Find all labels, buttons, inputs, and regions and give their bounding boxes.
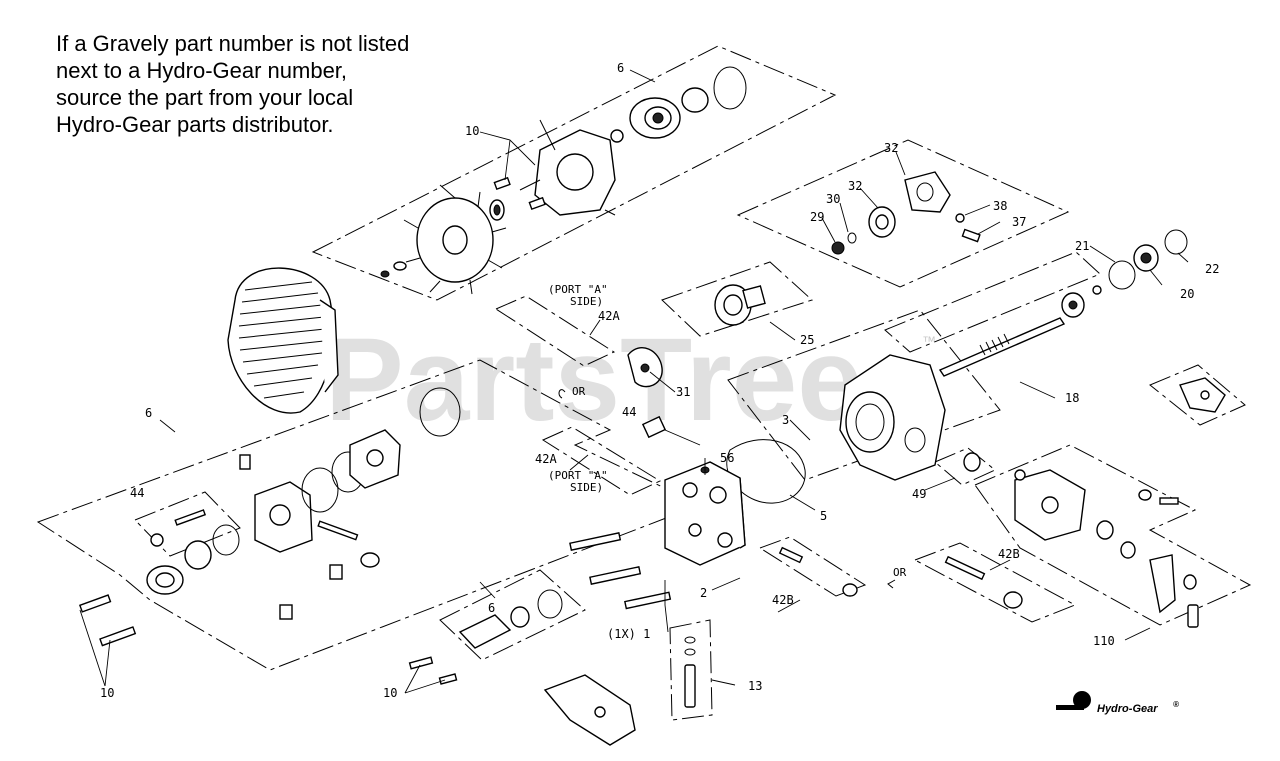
port-label-mid-line1: (PORT "A" xyxy=(548,469,608,482)
callout-18: 18 xyxy=(1065,391,1079,405)
input-shaft xyxy=(938,292,1085,377)
kit-outline-right-bracket xyxy=(1149,364,1246,426)
callout-42A-mid: 42A xyxy=(535,452,557,466)
kit-outline-110 xyxy=(974,444,1252,626)
hydro-gear-logo: Hydro-Gear ® xyxy=(1056,691,1179,715)
check-valve-13 xyxy=(684,636,696,708)
kit-outline-42A-mid xyxy=(541,426,662,496)
callout-5: 5 xyxy=(820,509,827,523)
callout-42B-mid: 42B xyxy=(772,593,794,607)
note-line-2: next to a Hydro-Gear number, xyxy=(56,58,348,83)
kit-outline-18 xyxy=(884,251,1101,353)
pump-cartridge xyxy=(714,284,766,326)
note-text-block: If a Gravely part number is not listed n… xyxy=(56,30,456,138)
logo-text: Hydro-Gear xyxy=(1097,703,1158,715)
callout-110: 110 xyxy=(1093,634,1115,648)
control-arm-parts xyxy=(944,377,1226,628)
note-line-1: If a Gravely part number is not listed xyxy=(56,31,410,56)
callout-13: 13 xyxy=(748,679,762,693)
center-housing xyxy=(839,354,946,481)
callout-2: 2 xyxy=(700,586,707,600)
or-label-right: OR xyxy=(893,566,907,579)
cooling-fan xyxy=(380,184,507,295)
callout-6-left: 6 xyxy=(145,406,152,420)
callout-10-left: 10 xyxy=(100,686,114,700)
watermark: PartsTree xyxy=(325,314,863,446)
kit-outline-fan-assembly xyxy=(311,45,837,301)
callout-10-top: 10 xyxy=(465,124,479,138)
note-line-4: Hydro-Gear parts distributor. xyxy=(56,112,334,137)
kit-outline-13 xyxy=(669,619,713,721)
finned-cover xyxy=(227,267,339,414)
callout-labels: 6 10 32 32 30 29 38 37 21 22 20 25 18 31… xyxy=(100,61,1219,700)
callout-44-mid: 44 xyxy=(622,405,636,419)
axle-bearing-parts xyxy=(1092,229,1188,295)
callout-20: 20 xyxy=(1180,287,1194,301)
callout-3: 3 xyxy=(782,413,789,427)
callout-38: 38 xyxy=(993,199,1007,213)
callout-44-left: 44 xyxy=(130,486,144,500)
or-label-top: OR xyxy=(572,385,586,398)
callout-37: 37 xyxy=(1012,215,1026,229)
valve-block xyxy=(664,461,746,566)
watermark-trademark: ™ xyxy=(922,333,936,349)
leader-lines xyxy=(79,69,1189,694)
callout-29: 29 xyxy=(810,210,824,224)
callout-6-bottom: 6 xyxy=(488,601,495,615)
callout-56: 56 xyxy=(720,451,734,465)
callout-32-b: 32 xyxy=(848,179,862,193)
mounting-bracket xyxy=(543,674,636,746)
bolts xyxy=(78,532,858,647)
kit-outline-6-bottom xyxy=(439,569,586,661)
seal-bearing-parts xyxy=(831,171,981,255)
callout-1: (1X) 1 xyxy=(607,627,650,641)
port-label-mid-line2: SIDE) xyxy=(570,481,603,494)
callout-31: 31 xyxy=(676,385,690,399)
callout-25: 25 xyxy=(800,333,814,347)
kit-outline-25 xyxy=(661,261,813,337)
kit-outline-42B-right xyxy=(913,542,1077,623)
callout-30: 30 xyxy=(826,192,840,206)
port-label-top-line1: (PORT "A" xyxy=(548,283,608,296)
callout-22: 22 xyxy=(1205,262,1219,276)
or-arrows xyxy=(558,389,896,589)
kit-outline-42B-mid xyxy=(758,536,867,597)
kit-6-bottom-parts xyxy=(408,589,563,685)
callout-42B-right: 42B xyxy=(998,547,1020,561)
callout-42A-top: 42A xyxy=(598,309,620,323)
callout-10-bottom: 10 xyxy=(383,686,397,700)
kit-outline-32 xyxy=(736,139,1070,288)
callout-32-a: 32 xyxy=(884,141,898,155)
left-pump-parts xyxy=(146,387,461,620)
callout-49: 49 xyxy=(912,487,926,501)
logo-mark: ® xyxy=(1173,700,1179,709)
kit-outline-49 xyxy=(934,447,996,486)
kit-6-top-parts xyxy=(610,66,747,143)
kit-outline-center-housing xyxy=(727,309,1001,481)
port-label-top-line2: SIDE) xyxy=(570,295,603,308)
callout-21: 21 xyxy=(1075,239,1089,253)
callout-6-top: 6 xyxy=(617,61,624,75)
fan-bracket xyxy=(489,119,616,221)
note-line-3: source the part from your local xyxy=(56,85,354,110)
kit-outline-42A-top xyxy=(494,295,616,367)
